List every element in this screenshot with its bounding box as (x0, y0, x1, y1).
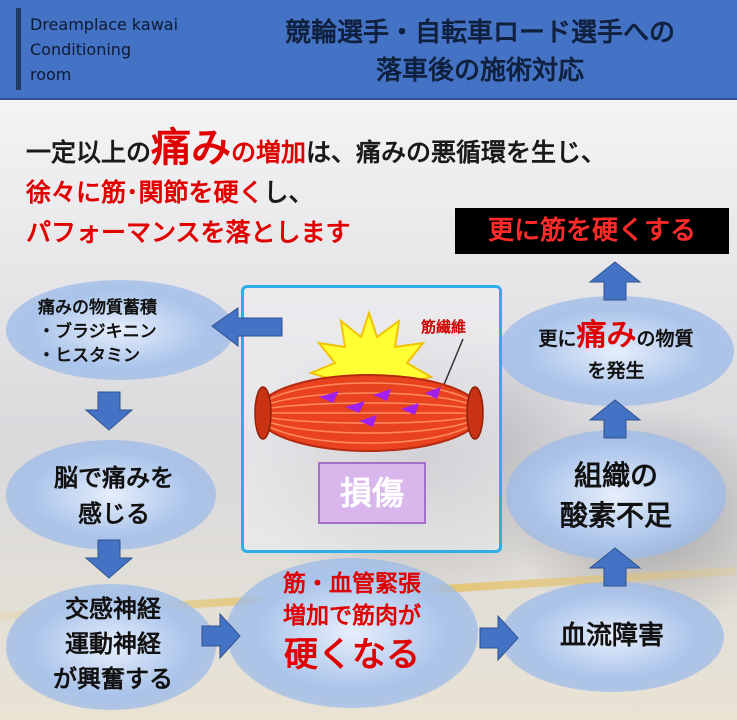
arrow-left-icon (212, 308, 282, 346)
arrow-up-icon (590, 548, 640, 586)
arrow-up-icon (590, 400, 640, 438)
arrow-up-icon (590, 262, 640, 300)
arrow-down-icon (86, 540, 132, 578)
arrow-right-icon (480, 616, 518, 660)
arrow-right-icon (202, 614, 240, 658)
arrow-down-icon (86, 392, 132, 430)
